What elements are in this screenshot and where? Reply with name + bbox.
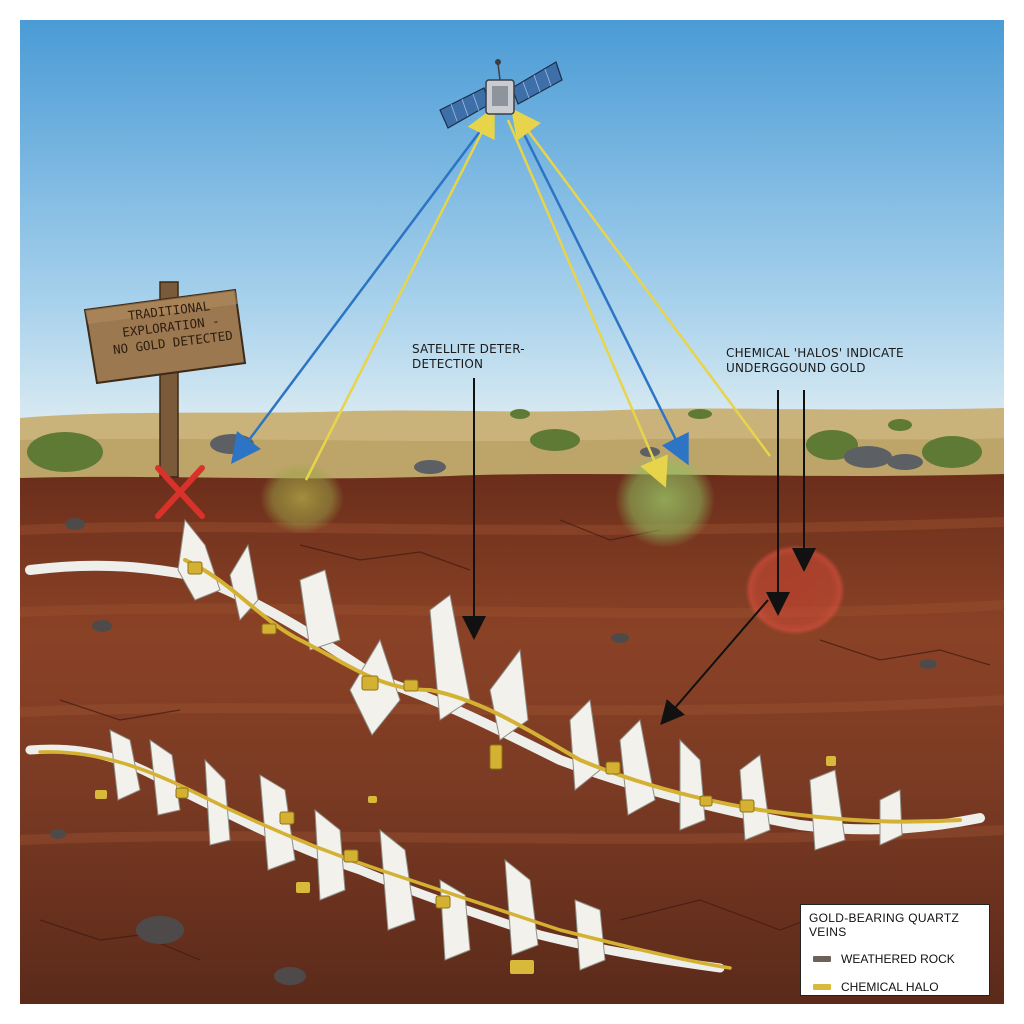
buried-pebbles [50, 518, 937, 985]
legend-swatch [813, 984, 831, 990]
cross-mark-icon [155, 465, 205, 519]
legend: GOLD-BEARING QUARTZ VEINS WEATHERED ROCK… [800, 904, 990, 996]
halos-label-line-1: CHEMICAL 'HALOS' INDICATE [726, 346, 904, 360]
satellite-detection-label: SATELLITE DETER- DETECTION [412, 342, 552, 372]
legend-item-label: CHEMICAL HALO [841, 980, 939, 994]
legend-item-chemical-halo: CHEMICAL HALO [809, 980, 981, 994]
chemical-halos-label: CHEMICAL 'HALOS' INDICATE UNDERGGOUND GO… [726, 346, 936, 376]
bushes [27, 409, 982, 472]
satellite-beams [231, 106, 772, 488]
satellite-label-line-1: SATELLITE DETER- [412, 342, 525, 356]
satellite-icon [439, 59, 563, 129]
pointer-arrows [462, 378, 816, 726]
gold-nuggets [95, 756, 836, 974]
legend-item-weathered-rock: WEATHERED ROCK [809, 952, 981, 966]
chemical-halo-left [260, 462, 344, 534]
chemical-halo-center [615, 452, 715, 548]
legend-item-label: WEATHERED ROCK [841, 952, 955, 966]
quartz-vein-upper [25, 518, 985, 851]
chemical-halo-underground [745, 545, 845, 635]
legend-swatch [813, 956, 831, 962]
legend-title: GOLD-BEARING QUARTZ VEINS [809, 911, 960, 939]
quartz-vein-lower [25, 729, 732, 973]
wooden-sign-icon [83, 281, 247, 478]
halos-label-line-2: UNDERGGOUND GOLD [726, 361, 866, 375]
satellite-label-line-2: DETECTION [412, 357, 484, 371]
